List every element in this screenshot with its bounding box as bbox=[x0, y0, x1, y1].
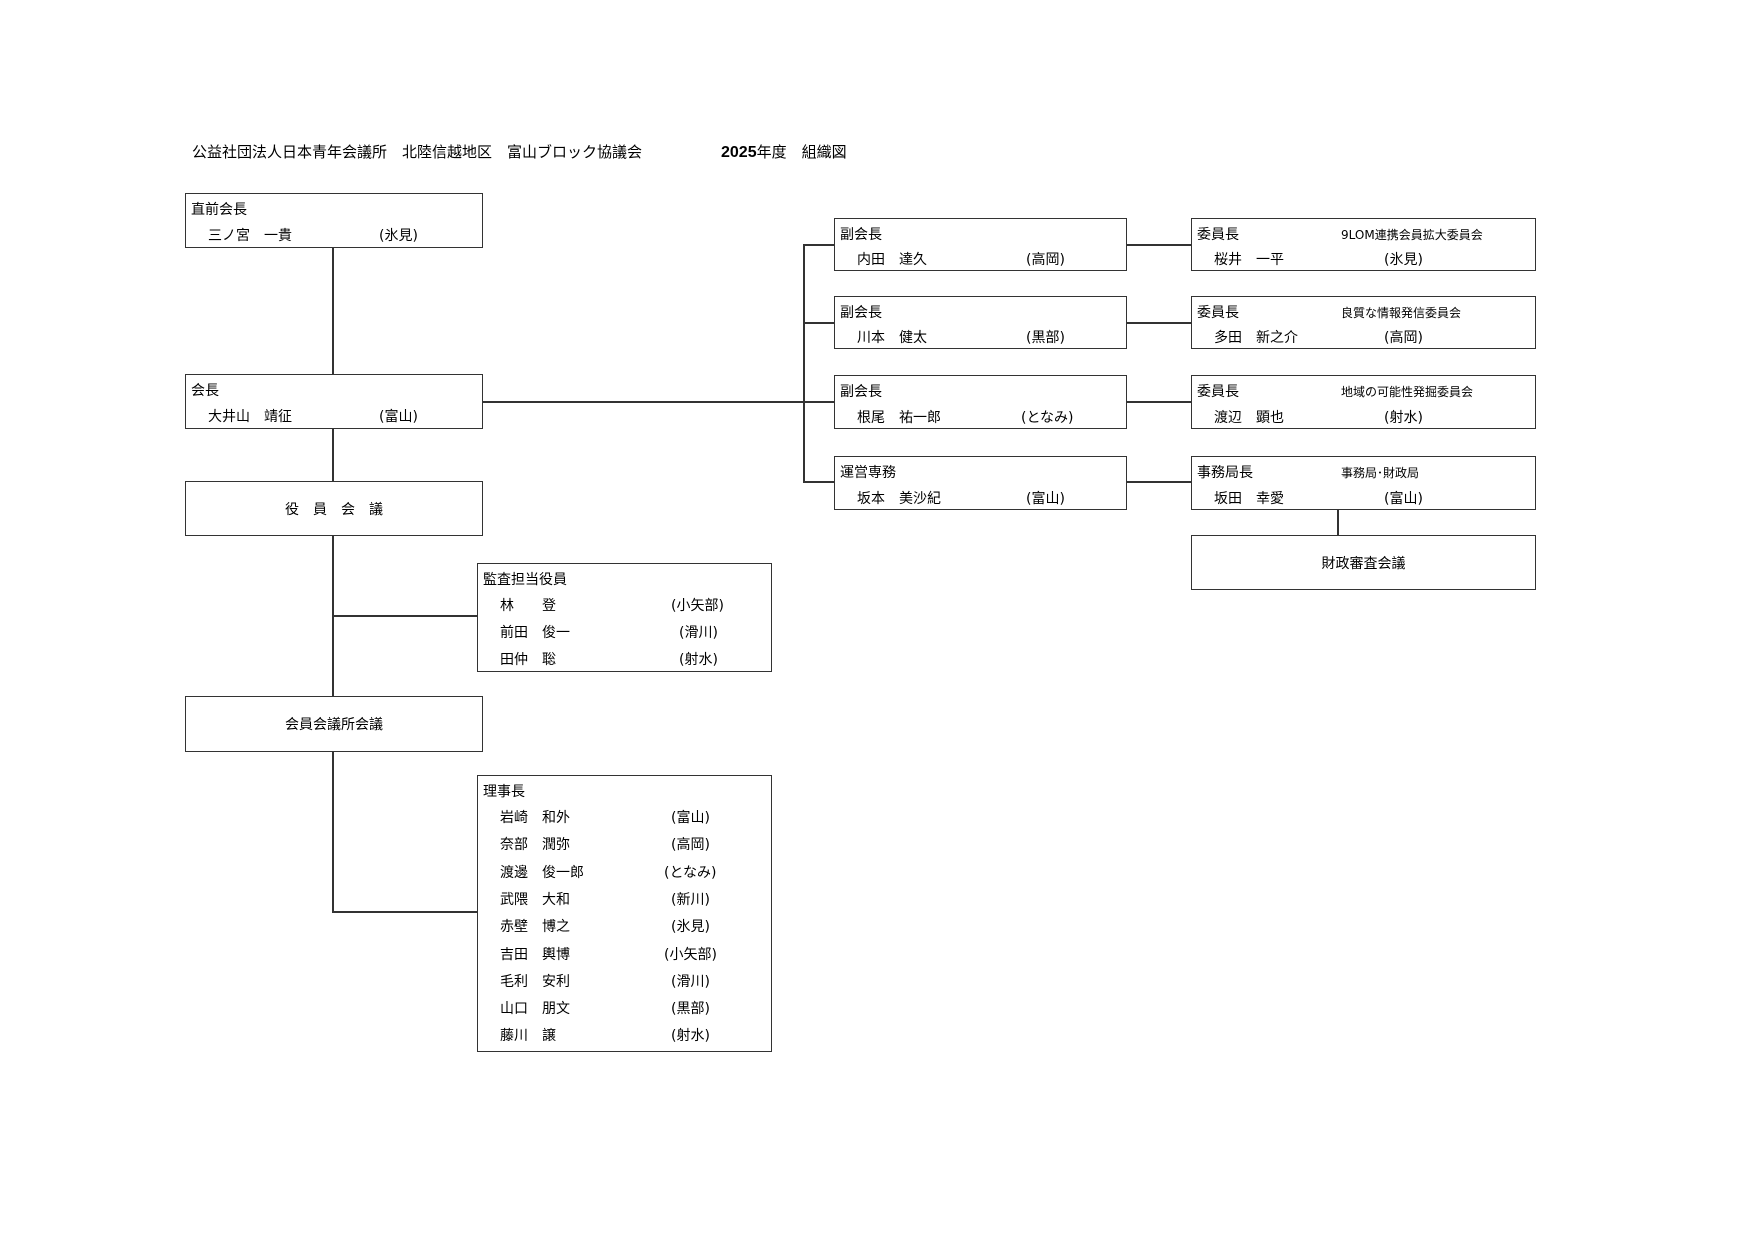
person-location: (高岡) bbox=[1384, 330, 1423, 346]
secretariat-chief-box: 事務局長 事務局･財政局 坂田 幸愛 (富山) bbox=[1191, 456, 1536, 510]
role-label: 委員長 bbox=[1197, 384, 1239, 400]
person-location: (富山) bbox=[379, 409, 418, 425]
person-location: (滑川) bbox=[671, 973, 710, 990]
meeting-label: 会員会議所会議 bbox=[285, 717, 383, 733]
connector-line bbox=[1127, 401, 1191, 403]
executive-director-box: 運営専務 坂本 美沙紀 (富山) bbox=[834, 456, 1127, 510]
person-location: (黒部) bbox=[1026, 330, 1065, 346]
title-year-suffix: 年度 組織図 bbox=[756, 143, 847, 161]
connector-line bbox=[1127, 244, 1191, 246]
finance-review-meeting-box: 財政審査会議 bbox=[1191, 535, 1536, 590]
committee-name: 地域の可能性発掘委員会 bbox=[1341, 385, 1474, 399]
person-location: (となみ) bbox=[664, 864, 717, 881]
connector-line bbox=[803, 322, 834, 324]
person-name: 川本 健太 bbox=[857, 330, 927, 346]
executive-meeting-box: 役 員 会 議 bbox=[185, 481, 483, 536]
person-location: (富山) bbox=[671, 810, 710, 826]
person-location: (氷見) bbox=[671, 919, 710, 936]
role-label: 委員長 bbox=[1197, 305, 1239, 321]
title-org: 公益社団法人日本青年会議所 北陸信越地区 富山ブロック協議会 bbox=[192, 143, 643, 161]
connector-line bbox=[803, 244, 834, 246]
person-name: 赤壁 博之 bbox=[500, 919, 570, 936]
committee-name: 9LOM連携会員拡大委員会 bbox=[1341, 228, 1483, 242]
directors-box: 理事長 岩崎 和外 (富山) 奈部 潤弥 (高岡) 渡邊 俊一郎 (となみ) 武隈 大和 (新… bbox=[477, 775, 772, 1052]
member-lom-meeting-box: 会員会議所会議 bbox=[185, 696, 483, 752]
connector-line bbox=[332, 429, 334, 481]
person-name: 武隈 大和 bbox=[500, 891, 570, 908]
person-name: 内田 達久 bbox=[857, 252, 927, 268]
role-label: 運営専務 bbox=[840, 465, 896, 481]
role-label: 直前会長 bbox=[191, 202, 247, 218]
connector-line bbox=[332, 911, 478, 913]
role-label: 理事長 bbox=[483, 784, 525, 800]
role-label: 会長 bbox=[191, 383, 219, 399]
person-location: (小矢部) bbox=[664, 946, 717, 963]
person-location: (高岡) bbox=[671, 837, 710, 854]
person-location: (富山) bbox=[1026, 491, 1065, 507]
page-title: 公益社団法人日本青年会議所 北陸信越地区 富山ブロック協議会 2025年度 組織… bbox=[192, 141, 847, 162]
committee-name: 良質な情報発信委員会 bbox=[1341, 306, 1462, 320]
role-label: 副会長 bbox=[840, 384, 882, 400]
meeting-label: 財政審査会議 bbox=[1321, 555, 1406, 572]
title-year: 2025 bbox=[721, 144, 757, 161]
committee-name: 事務局･財政局 bbox=[1341, 466, 1420, 480]
connector-line bbox=[1127, 481, 1191, 483]
person-name: 奈部 潤弥 bbox=[500, 837, 570, 854]
person-location: (射水) bbox=[671, 1028, 710, 1045]
president-box: 会長 大井山 靖征 (富山) bbox=[185, 374, 483, 429]
committee-chair-box: 委員長 地域の可能性発掘委員会 渡辺 顕也 (射水) bbox=[1191, 375, 1536, 429]
role-label: 監査担当役員 bbox=[483, 572, 567, 588]
person-name: 三ノ宮 一貴 bbox=[208, 228, 292, 244]
person-name: 渡邊 俊一郎 bbox=[500, 864, 584, 881]
person-location: (射水) bbox=[1384, 410, 1423, 426]
vice-president-box: 副会長 川本 健太 (黒部) bbox=[834, 296, 1127, 349]
past-president-box: 直前会長 三ノ宮 一貴 (氷見) bbox=[185, 193, 483, 248]
role-label: 副会長 bbox=[840, 305, 882, 321]
person-name: 田仲 聡 bbox=[500, 652, 556, 668]
connector-line bbox=[803, 245, 805, 483]
person-name: 根尾 祐一郎 bbox=[857, 410, 941, 426]
person-location: (富山) bbox=[1384, 491, 1423, 507]
title-fiscal-year: 2025年度 組織図 bbox=[721, 141, 847, 162]
person-name: 毛利 安利 bbox=[500, 973, 570, 990]
meeting-label: 役 員 会 議 bbox=[285, 501, 383, 518]
person-name: 藤川 譲 bbox=[500, 1028, 556, 1045]
person-name: 山口 朋文 bbox=[500, 1001, 570, 1018]
person-name: 坂田 幸愛 bbox=[1214, 491, 1284, 507]
connector-line bbox=[482, 401, 834, 403]
person-name: 渡辺 顕也 bbox=[1214, 410, 1284, 426]
person-name: 坂本 美沙紀 bbox=[857, 491, 941, 507]
connector-line bbox=[803, 481, 834, 483]
vice-president-box: 副会長 根尾 祐一郎 (となみ) bbox=[834, 375, 1127, 429]
person-location: (高岡) bbox=[1026, 252, 1065, 268]
person-location: (新川) bbox=[671, 891, 710, 908]
person-location: (小矢部) bbox=[671, 598, 724, 614]
person-name: 前田 俊一 bbox=[500, 625, 570, 641]
person-name: 吉田 輿博 bbox=[500, 946, 570, 963]
person-name: 林 登 bbox=[500, 598, 556, 614]
role-label: 委員長 bbox=[1197, 227, 1239, 243]
person-location: (滑川) bbox=[679, 625, 718, 641]
role-label: 副会長 bbox=[840, 227, 882, 243]
person-name: 多田 新之介 bbox=[1214, 330, 1298, 346]
connector-line bbox=[1127, 322, 1191, 324]
person-location: (氷見) bbox=[379, 228, 418, 244]
person-name: 桜井 一平 bbox=[1214, 252, 1284, 268]
connector-line bbox=[332, 615, 478, 617]
committee-chair-box: 委員長 9LOM連携会員拡大委員会 桜井 一平 (氷見) bbox=[1191, 218, 1536, 271]
committee-chair-box: 委員長 良質な情報発信委員会 多田 新之介 (高岡) bbox=[1191, 296, 1536, 349]
person-location: (氷見) bbox=[1384, 252, 1423, 268]
person-location: (黒部) bbox=[671, 1001, 710, 1018]
person-location: (射水) bbox=[679, 652, 718, 668]
person-name: 岩崎 和外 bbox=[500, 810, 570, 826]
person-location: (となみ) bbox=[1021, 410, 1074, 426]
person-name: 大井山 靖征 bbox=[208, 409, 292, 425]
connector-line bbox=[332, 752, 334, 913]
vice-president-box: 副会長 内田 達久 (高岡) bbox=[834, 218, 1127, 271]
connector-line bbox=[332, 247, 334, 374]
auditors-box: 監査担当役員 林 登 (小矢部) 前田 俊一 (滑川) 田仲 聡 (射水) bbox=[477, 563, 772, 672]
connector-line bbox=[1337, 510, 1339, 535]
role-label: 事務局長 bbox=[1197, 465, 1253, 481]
